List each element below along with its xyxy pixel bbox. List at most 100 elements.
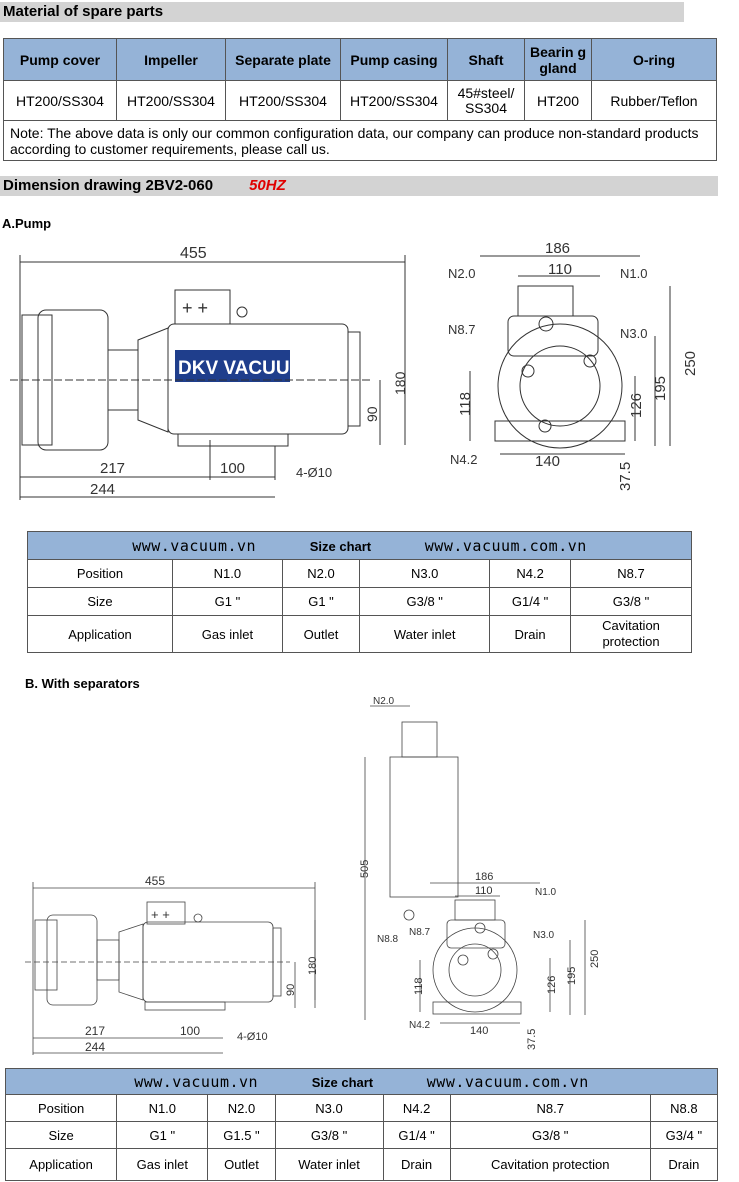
row-label: Size xyxy=(27,587,173,616)
port-label: N4.2 xyxy=(409,1020,431,1031)
cell: G1 " xyxy=(116,1121,209,1149)
header-cell: Impeller xyxy=(116,38,226,81)
dim-455: 455 xyxy=(145,874,165,888)
value-cell: HT200/SS304 xyxy=(225,80,341,121)
section-title-dimension: Dimension drawing 2BV2-060 50HZ xyxy=(0,176,718,196)
header-cell: Pump cover xyxy=(3,38,117,81)
dim-110: 110 xyxy=(548,261,572,278)
cell: G1 " xyxy=(172,587,283,616)
size-chart-b: www.vacuum.vn Size chart www.vacuum.com.… xyxy=(4,1068,719,1181)
cell: G1/4 " xyxy=(382,1121,451,1149)
section-title-materials: Material of spare parts xyxy=(0,2,684,22)
dim-180: 180 xyxy=(392,371,408,395)
pump-front-drawing: 186 110 140 250 195 126 118 37.5 N2.0 N1… xyxy=(448,240,699,491)
size-chart-a: www.vacuum.vn Size chart www.vacuum.com.… xyxy=(27,531,692,653)
dim-195: 195 xyxy=(566,967,578,985)
dim-118: 118 xyxy=(413,977,425,995)
cell: N2.0 xyxy=(281,559,361,588)
port-label: N3.0 xyxy=(533,930,555,941)
row-label: Position xyxy=(4,1094,118,1122)
dim-118: 118 xyxy=(457,392,474,416)
dim-186: 186 xyxy=(545,240,570,257)
cell: Outlet xyxy=(281,615,361,653)
dim-140: 140 xyxy=(470,1025,488,1037)
dim-244: 244 xyxy=(90,481,115,498)
port-label: N1.0 xyxy=(535,887,557,898)
row-label: Application xyxy=(4,1148,118,1181)
dim-37-5: 37.5 xyxy=(617,462,634,491)
port-label: N8.8 xyxy=(377,934,399,945)
dim-110: 110 xyxy=(475,885,493,897)
size-chart-title: Size chart xyxy=(309,538,372,554)
cell: Drain xyxy=(489,615,571,653)
cell: G3/8 " xyxy=(359,587,491,616)
separators-label: B. With separators xyxy=(25,676,140,691)
cell: N1.0 xyxy=(172,559,283,588)
url-link[interactable]: www.vacuum.com.vn xyxy=(424,536,587,555)
cell: G1 " xyxy=(281,587,361,616)
port-label: N8.7 xyxy=(448,322,475,337)
svg-text:+ +: + + xyxy=(182,298,208,318)
value-cell: Rubber/Teflon xyxy=(591,80,717,121)
cell: G3/8 " xyxy=(274,1121,384,1149)
svg-text:+ +: + + xyxy=(151,907,170,922)
separator-front-drawing: N2.0 505 186 110 140 250 195 126 118 37.… xyxy=(359,696,601,1050)
size-chart-header: www.vacuum.vn Size chart www.vacuum.com.… xyxy=(27,531,692,560)
cell: G1/4 " xyxy=(489,587,571,616)
cell: N4.2 xyxy=(382,1094,451,1122)
url-link[interactable]: www.vacuum.vn xyxy=(132,536,257,555)
port-label: N2.0 xyxy=(373,696,395,707)
cell: Water inlet xyxy=(274,1148,384,1181)
dim-90: 90 xyxy=(285,984,297,996)
note: Note: The above data is only our common … xyxy=(3,120,717,161)
header-cell: Separate plate xyxy=(225,38,341,81)
frequency-label: 50HZ xyxy=(249,177,286,194)
cell: Cavitation protection xyxy=(570,615,692,653)
size-chart-title: Size chart xyxy=(311,1074,374,1090)
materials-table: Pump cover Impeller Separate plate Pump … xyxy=(3,38,717,161)
separator-side-drawing: 455 + + 180 90 217 100 244 4-Ø10 xyxy=(25,874,319,1055)
cell: N4.2 xyxy=(489,559,571,588)
url-link[interactable]: www.vacuum.vn xyxy=(134,1072,259,1091)
cell: Gas inlet xyxy=(172,615,283,653)
header-cell: Shaft xyxy=(447,38,525,81)
cell: N8.7 xyxy=(570,559,692,588)
value-cell: HT200/SS304 xyxy=(3,80,117,121)
pump-label: A.Pump xyxy=(2,216,52,231)
url-link[interactable]: www.vacuum.com.vn xyxy=(426,1072,589,1091)
dim-37-5: 37.5 xyxy=(526,1029,538,1050)
header-cell: O-ring xyxy=(591,38,717,81)
cell: N8.8 xyxy=(649,1094,719,1122)
dim-126: 126 xyxy=(628,393,645,418)
cell: N3.0 xyxy=(274,1094,384,1122)
cell: N8.7 xyxy=(449,1094,651,1122)
cell: Outlet xyxy=(207,1148,276,1181)
dim-holes: 4-Ø10 xyxy=(296,465,332,480)
port-label: N3.0 xyxy=(620,326,647,341)
dim-126: 126 xyxy=(546,976,558,994)
value-cell: HT200/SS304 xyxy=(340,80,448,121)
dim-217: 217 xyxy=(85,1024,105,1038)
row-label: Position xyxy=(27,559,173,588)
cell: Water inlet xyxy=(359,615,491,653)
dimension-title: Dimension drawing 2BV2-060 xyxy=(3,177,214,194)
size-chart-header: www.vacuum.vn Size chart www.vacuum.com.… xyxy=(5,1068,718,1095)
cell: N3.0 xyxy=(359,559,491,588)
dim-100: 100 xyxy=(180,1024,200,1038)
port-label: N4.2 xyxy=(450,452,477,467)
cell: G3/8 " xyxy=(449,1121,651,1149)
cell: G1.5 " xyxy=(207,1121,276,1149)
cell: Gas inlet xyxy=(116,1148,209,1181)
value-cell: HT200 xyxy=(524,80,592,121)
dim-455: 455 xyxy=(180,245,207,262)
dim-244: 244 xyxy=(85,1040,105,1054)
dim-505: 505 xyxy=(359,860,371,878)
dim-holes: 4-Ø10 xyxy=(237,1031,268,1043)
dim-100: 100 xyxy=(220,460,245,477)
header-cell: Bearin g gland xyxy=(524,38,592,81)
cell: N1.0 xyxy=(116,1094,209,1122)
dim-90: 90 xyxy=(364,406,380,422)
row-label: Size xyxy=(4,1121,118,1149)
cell: N2.0 xyxy=(207,1094,276,1122)
cell: Drain xyxy=(649,1148,719,1181)
